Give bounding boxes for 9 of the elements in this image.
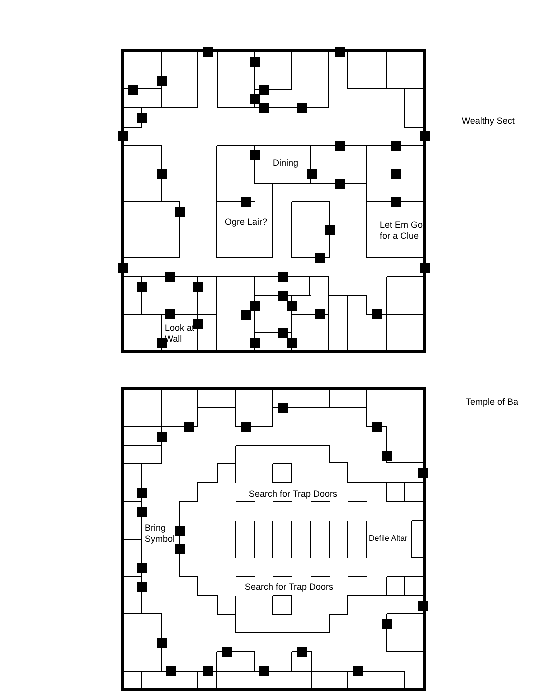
- map-title: Temple of Ba: [466, 397, 519, 408]
- room-label: Dining: [273, 158, 299, 169]
- room-label: Defile Altar: [369, 533, 409, 544]
- room-label: Let Em Go for a Clue: [380, 220, 424, 242]
- map-title: Wealthy Sect: [462, 116, 515, 127]
- room-label: Search for Trap Doors: [249, 489, 338, 500]
- room-label: Ogre Lair?: [225, 217, 268, 228]
- room-label: Bring Symbol: [145, 523, 176, 545]
- room-label: Search for Trap Doors: [245, 582, 334, 593]
